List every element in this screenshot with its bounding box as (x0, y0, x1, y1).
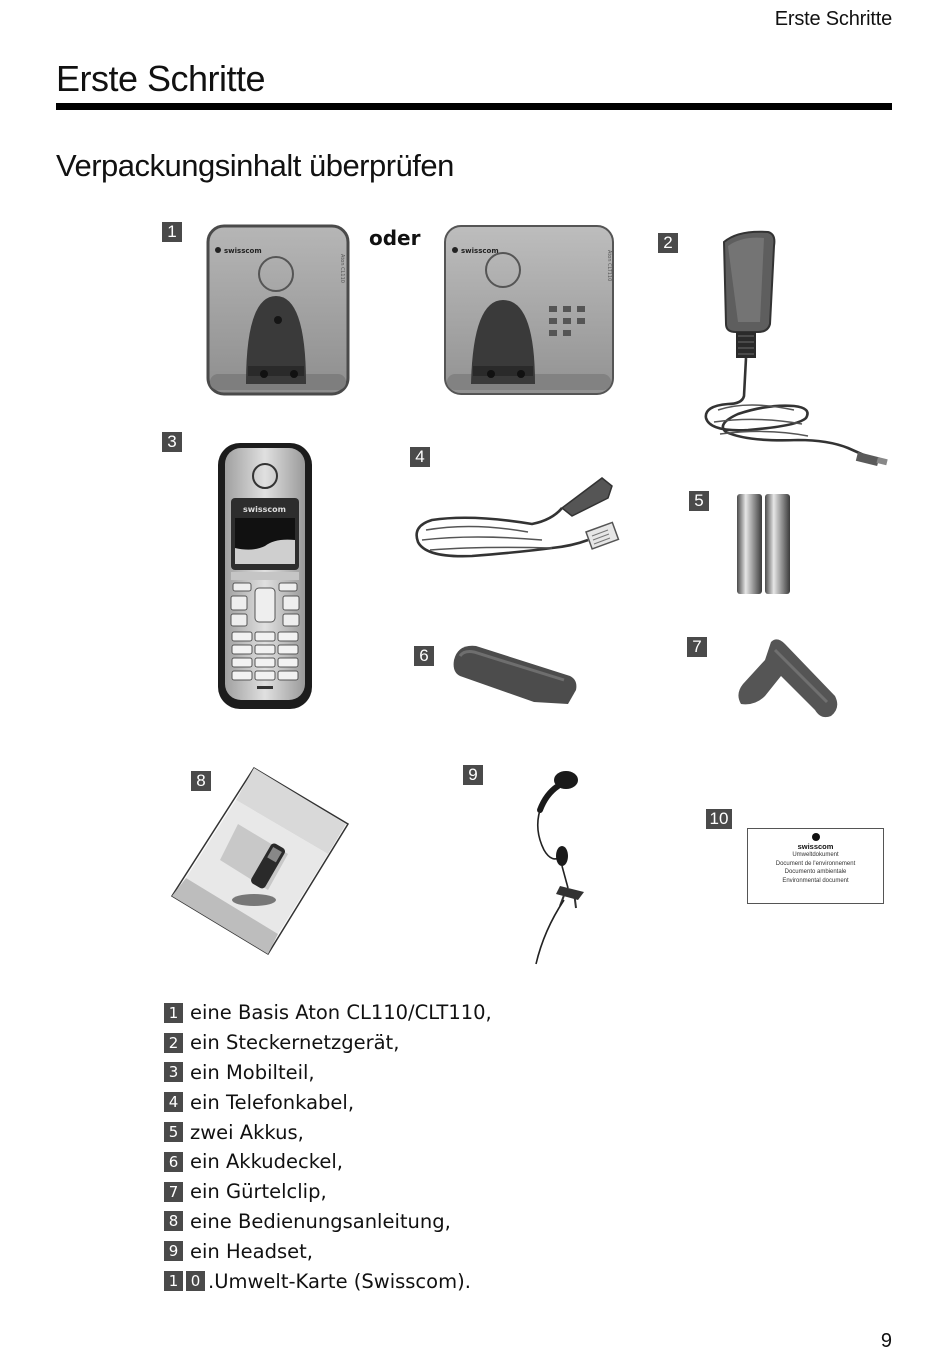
list-item: 6 ein Akkudeckel, (164, 1147, 492, 1177)
list-item: 4 ein Telefonkabel, (164, 1087, 492, 1117)
item-number: 4 (164, 1092, 183, 1113)
callout-1: 1 (162, 222, 182, 242)
list-item: 1 eine Basis Aton CL110/CLT110, (164, 998, 492, 1028)
callout-4: 4 (410, 447, 430, 467)
brand-text: swisscom (224, 247, 262, 255)
item-text: ein Akkudeckel, (190, 1150, 343, 1174)
power-supply-illustration (704, 230, 888, 467)
item-text: .Umwelt-Karte (Swisscom). (208, 1269, 471, 1293)
item-number: 2 (164, 1032, 183, 1053)
item-text: ein Gürtelclip, (190, 1180, 327, 1204)
handset-illustration: swisscom (218, 443, 312, 709)
callout-2: 2 (658, 233, 678, 253)
running-header: Erste Schritte (774, 8, 892, 30)
callout-6: 6 (414, 646, 434, 666)
env-card-line: Umweltdokument (792, 852, 839, 858)
item-number: 6 (164, 1151, 183, 1172)
item-text: ein Mobilteil, (190, 1060, 315, 1084)
contents-list: 1 eine Basis Aton CL110/CLT110, 2 ein Stec… (164, 998, 492, 1296)
callout-9: 9 (463, 765, 483, 785)
callout-10: 10 (706, 809, 732, 829)
batteries-illustration (737, 494, 790, 594)
base-station-cl110-illustration: swisscom Aton CL110 (206, 224, 350, 396)
user-manual-illustration (170, 766, 350, 956)
environment-card-illustration: swisscom Umweltdokument Document de l'en… (747, 828, 884, 904)
brand-text: swisscom (461, 247, 499, 255)
item-number: 1 (164, 1271, 183, 1292)
item-text: eine Bedienungsanleitung, (190, 1209, 451, 1233)
brand-text: swisscom (243, 505, 286, 514)
battery-cover-illustration (453, 645, 577, 704)
list-item: 5 zwei Akkus, (164, 1117, 492, 1147)
callout-7: 7 (687, 637, 707, 657)
telephone-cable-illustration (415, 477, 620, 558)
item-number: 0 (186, 1271, 205, 1292)
list-item: 3 ein Mobilteil, (164, 1058, 492, 1088)
item-text: eine Basis Aton CL110/CLT110, (190, 1001, 492, 1025)
callout-8: 8 (191, 771, 211, 791)
item-number: 3 (164, 1062, 183, 1083)
item-text: ein Steckernetzgerät, (190, 1031, 400, 1055)
belt-clip-illustration (738, 639, 838, 718)
svg-text:Aton CL110: Aton CL110 (339, 254, 345, 283)
list-item: 9 ein Headset, (164, 1236, 492, 1266)
env-card-brand: swisscom (797, 842, 834, 851)
item-number: 9 (164, 1241, 183, 1262)
env-card-line: Environmental document (782, 877, 849, 884)
page-number: 9 (880, 1330, 892, 1352)
or-label: oder (369, 226, 421, 250)
env-card-line: Document de l'environnement (775, 860, 856, 867)
section-title: Verpackungsinhalt überprüfen (56, 148, 454, 183)
list-item: 8 eine Bedienungsanleitung, (164, 1207, 492, 1237)
callout-3: 3 (162, 432, 182, 452)
callout-5: 5 (689, 491, 709, 511)
item-number: 8 (164, 1211, 183, 1232)
page-title: Erste Schritte (56, 58, 266, 99)
item-number: 5 (164, 1122, 183, 1143)
base-station-clt110-illustration: swisscom Aton CLT110 (444, 225, 614, 395)
item-number: 1 (164, 1002, 183, 1023)
title-rule (56, 103, 892, 110)
item-text: zwei Akkus, (190, 1120, 304, 1144)
item-number: 7 (164, 1181, 183, 1202)
item-text: ein Headset, (190, 1239, 313, 1263)
headset-illustration (535, 771, 584, 965)
item-text: ein Telefonkabel, (190, 1090, 355, 1114)
env-card-line: Documento ambientale (784, 869, 847, 875)
swisscom-logo-icon (811, 833, 820, 841)
svg-text:Aton CLT110: Aton CLT110 (606, 250, 612, 281)
list-item: 7 ein Gürtelclip, (164, 1177, 492, 1207)
list-item: 2 ein Steckernetzgerät, (164, 1028, 492, 1058)
